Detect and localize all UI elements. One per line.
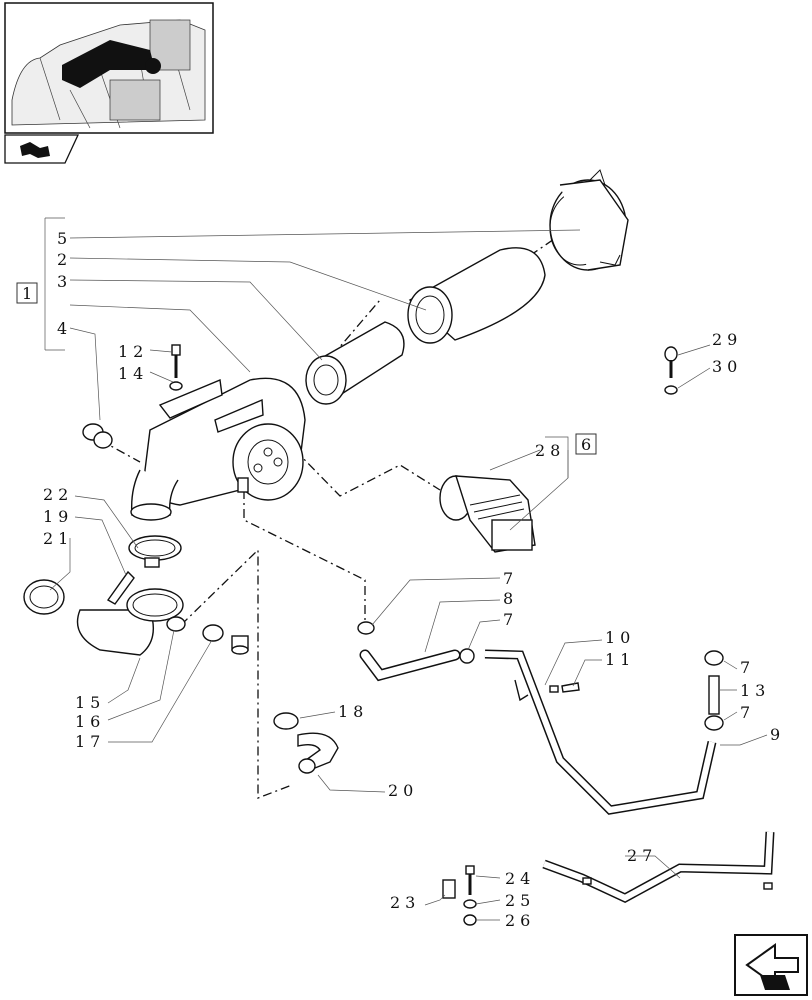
clamp-21: [23, 579, 65, 615]
sleeve-13: [704, 650, 724, 731]
callout-24[interactable]: 24: [505, 869, 535, 888]
callout-7a[interactable]: 7: [503, 569, 518, 588]
callout-12[interactable]: 12: [118, 342, 148, 361]
clamp-16: [166, 616, 224, 642]
group-1-bracket: 1: [16, 217, 65, 351]
callout-3[interactable]: 3: [57, 272, 72, 291]
pipe-9: [484, 649, 717, 815]
spacer-23: [442, 879, 456, 899]
hose-15: [76, 570, 184, 656]
callout-25[interactable]: 25: [505, 891, 535, 910]
callout-6[interactable]: 6: [581, 435, 596, 454]
clamp-22: [128, 535, 182, 568]
callout-4[interactable]: 4: [57, 319, 72, 338]
callout-7c[interactable]: 7: [740, 658, 755, 677]
callout-23[interactable]: 23: [390, 893, 420, 912]
callout-18[interactable]: 18: [338, 702, 368, 721]
air-filter-housing: [130, 377, 306, 521]
cap-17: [231, 635, 249, 655]
callout-14[interactable]: 14: [118, 364, 148, 383]
callout-17[interactable]: 17: [75, 732, 105, 751]
callout-10[interactable]: 10: [605, 628, 635, 647]
safety-filter-element: [305, 321, 405, 405]
callout-22[interactable]: 22: [43, 485, 73, 504]
air-filter-cover: [549, 169, 629, 271]
engine-thumbnail-icon[interactable]: [4, 2, 214, 134]
intake-duct: [439, 475, 536, 553]
callout-11[interactable]: 11: [605, 650, 635, 669]
callout-8[interactable]: 8: [503, 589, 518, 608]
screw-29: [664, 346, 678, 395]
callout-13[interactable]: 13: [740, 681, 770, 700]
callout-2[interactable]: 2: [57, 250, 72, 269]
callout-16[interactable]: 16: [75, 712, 105, 731]
screw-12: [169, 344, 183, 391]
leader-lines: [49, 229, 768, 921]
plug-part: [82, 423, 113, 449]
callout-5[interactable]: 5: [57, 229, 72, 248]
callout-29[interactable]: 29: [712, 330, 742, 349]
next-page-arrow-icon[interactable]: [734, 934, 808, 996]
main-filter-element: [407, 247, 546, 344]
callout-1[interactable]: 1: [22, 284, 37, 303]
callout-28[interactable]: 28: [535, 441, 565, 460]
callout-9[interactable]: 9: [770, 725, 785, 744]
callout-7d[interactable]: 7: [740, 703, 755, 722]
bracket-27: [542, 831, 775, 904]
section-arrow-icon[interactable]: [4, 134, 80, 164]
callout-30[interactable]: 30: [712, 357, 742, 376]
clamp-18: [273, 712, 299, 730]
callout-26[interactable]: 26: [505, 911, 535, 930]
callout-20[interactable]: 20: [388, 781, 418, 800]
callout-7b[interactable]: 7: [503, 610, 518, 629]
callout-15[interactable]: 15: [75, 693, 105, 712]
callout-27[interactable]: 27: [627, 846, 657, 865]
callout-21[interactable]: 21: [43, 529, 73, 548]
hose-20: [297, 732, 339, 774]
callout-labels: 5 2 3 4 12 14 29 30 28 6 22 19 21 7 8 7 …: [43, 229, 785, 930]
callout-19[interactable]: 19: [43, 507, 73, 526]
screw-24: [463, 865, 477, 926]
pipe-8: [357, 621, 475, 682]
